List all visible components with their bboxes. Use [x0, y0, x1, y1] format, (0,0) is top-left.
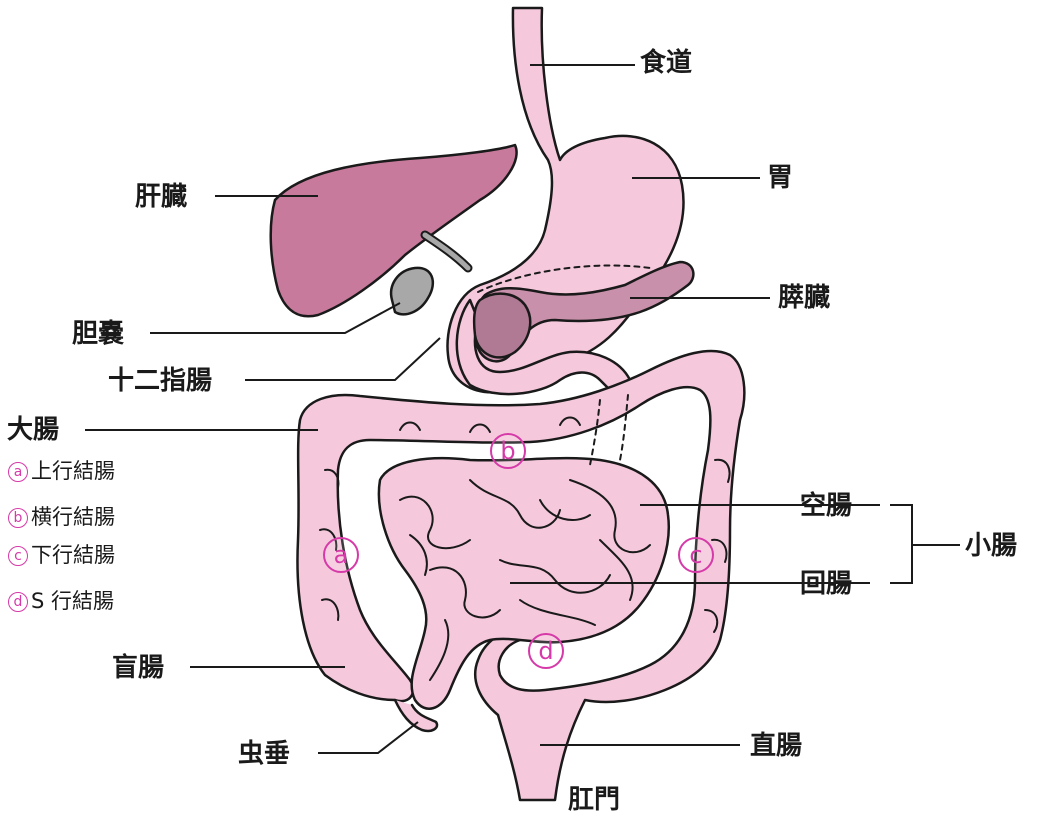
label-jejunum: 空腸	[800, 493, 852, 519]
segment-marker-b: b	[490, 433, 526, 469]
label-gallbladder: 胆嚢	[72, 321, 124, 347]
segment-marker-c: c	[678, 537, 714, 573]
gallbladder	[391, 268, 433, 314]
label-esophagus: 食道	[640, 50, 692, 76]
colon-part-text: S 行結腸	[31, 591, 114, 612]
label-rectum: 直腸	[750, 733, 802, 759]
colon-part-text: 上行結腸	[31, 461, 115, 482]
label-liver: 肝臓	[135, 184, 187, 210]
colon-part-text: 横行結腸	[31, 507, 115, 528]
label-stomach: 胃	[767, 165, 793, 191]
label-small-intestine: 小腸	[965, 533, 1017, 559]
marker-d: d	[8, 592, 28, 612]
marker-b: b	[8, 508, 28, 528]
label-large-intestine: 大腸	[7, 417, 59, 443]
label-pancreas: 膵臓	[778, 285, 830, 311]
label-anus: 肛門	[568, 787, 620, 813]
segment-marker-a: a	[323, 537, 359, 573]
segment-marker-d: d	[528, 633, 564, 669]
label-appendix: 虫垂	[238, 741, 290, 767]
marker-a: a	[8, 462, 28, 482]
label-duodenum: 十二指腸	[108, 368, 212, 394]
marker-c: c	[8, 546, 28, 566]
label-cecum: 盲腸	[112, 655, 164, 681]
colon-part-text: 下行結腸	[31, 545, 115, 566]
label-ileum: 回腸	[800, 571, 852, 597]
